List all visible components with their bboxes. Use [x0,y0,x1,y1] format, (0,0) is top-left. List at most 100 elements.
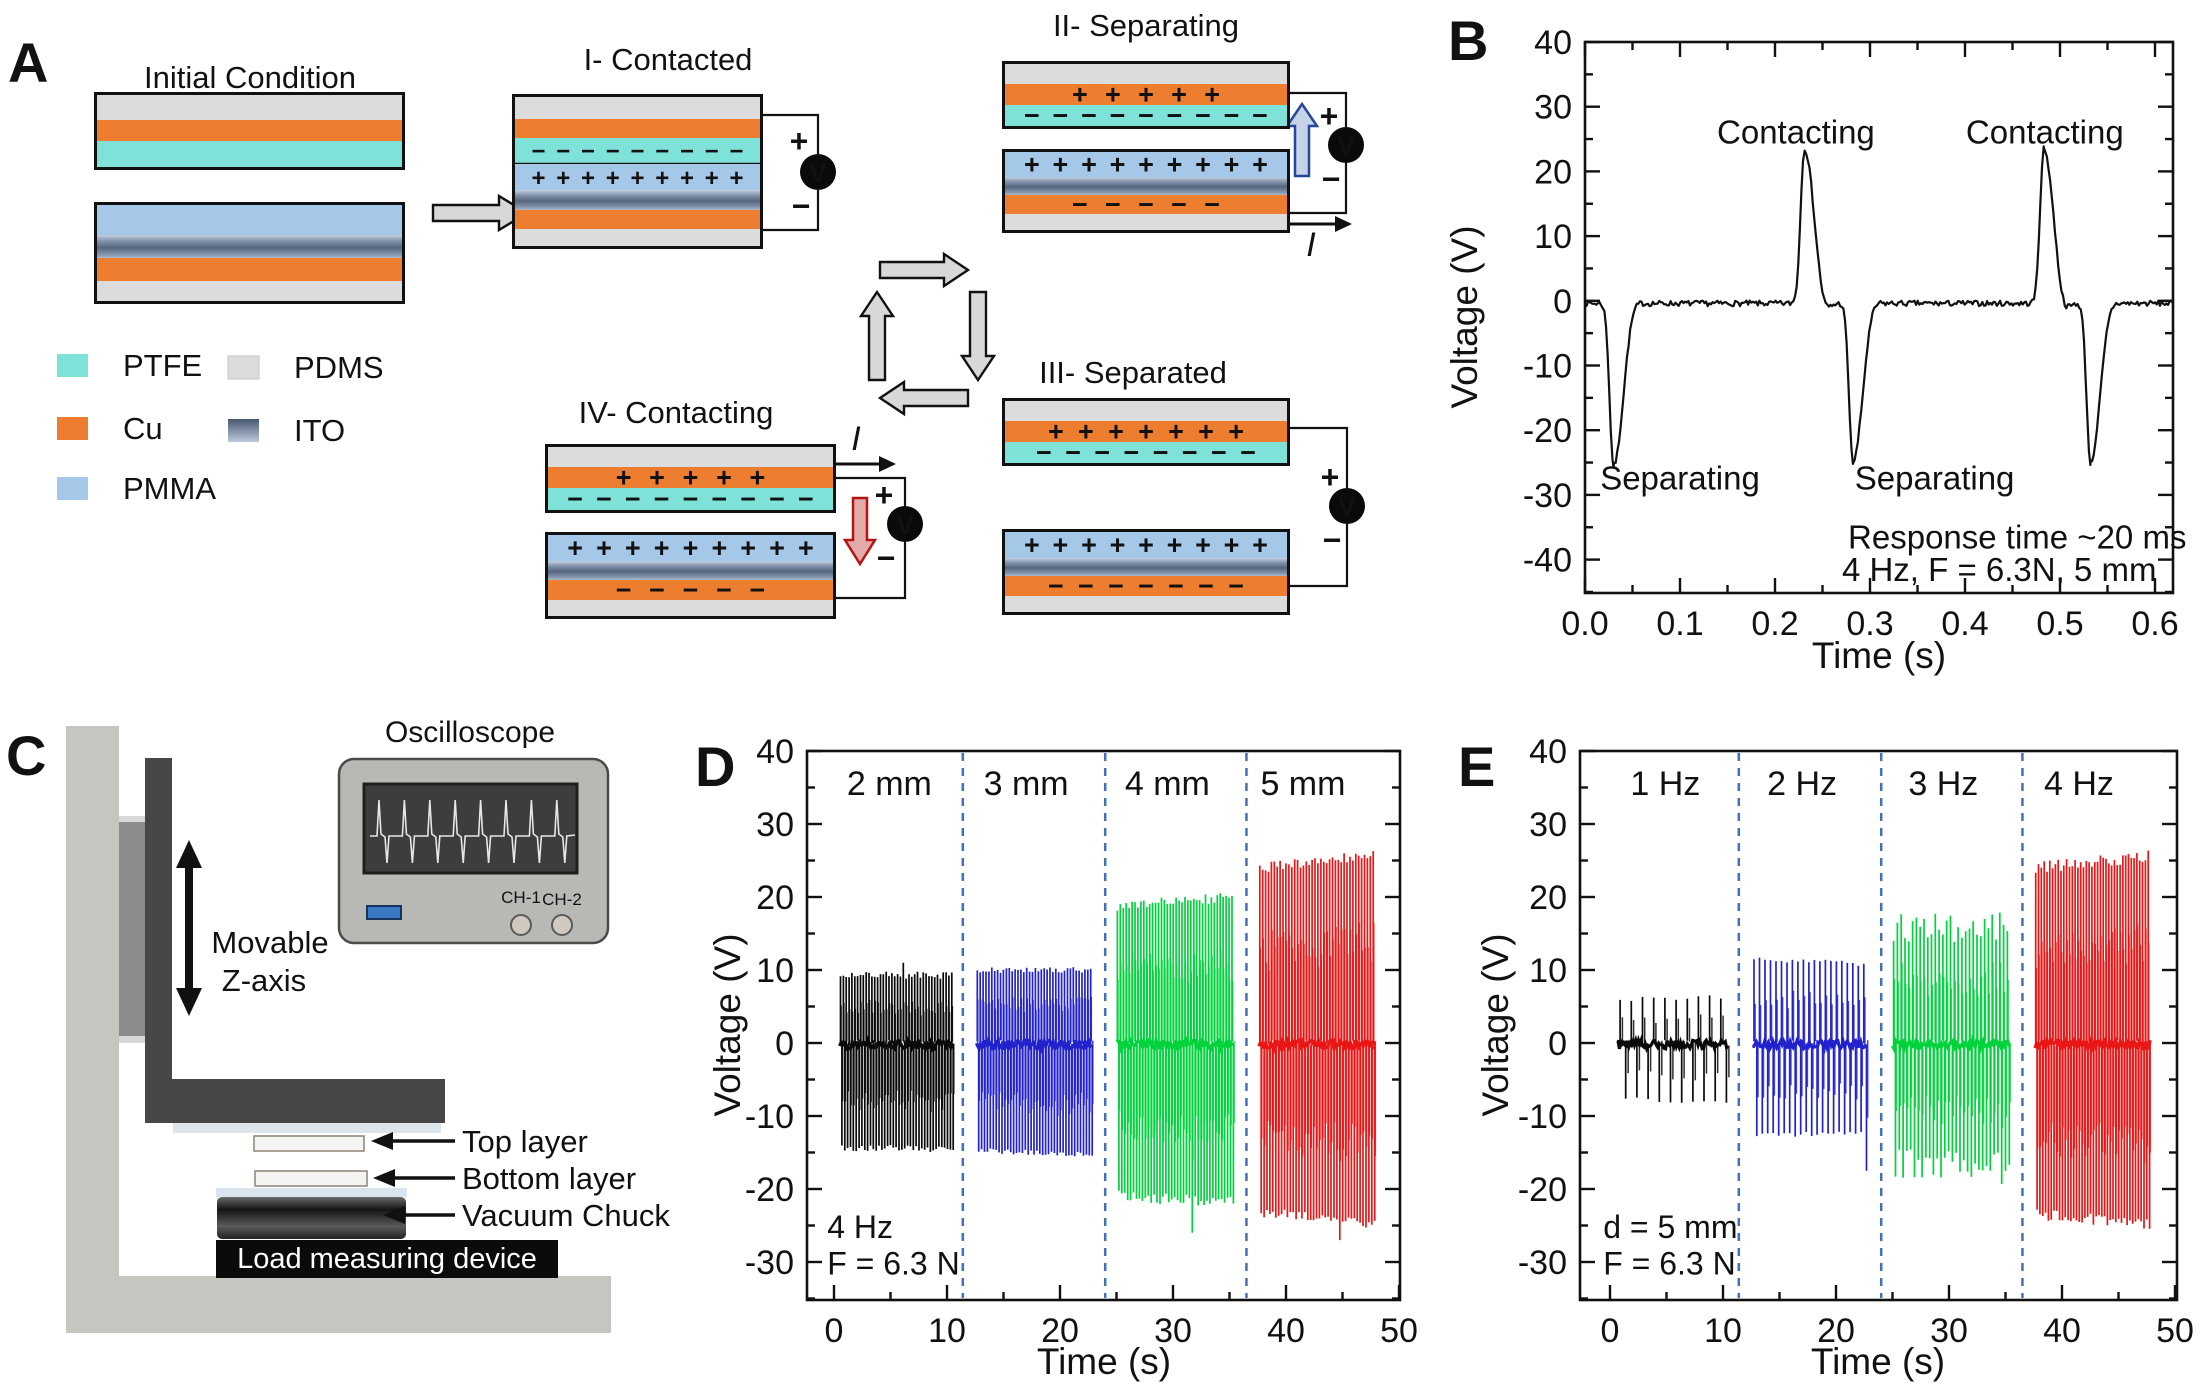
polarity-plus: + [1320,98,1339,134]
chart-annotation: 4 Hz, F = 6.3N, 5 mm [1842,551,2157,588]
charge-row-black: − − − − − − − − − [1024,101,1268,131]
chart-annotation: Separating [1600,460,1760,497]
panel-label-e: E [1458,735,1495,798]
layer-ptfe [515,138,760,164]
usb-port-icon [366,905,402,920]
current-label: I [1306,226,1316,264]
baseline-band [1115,1035,1235,1055]
layer-ito [97,235,402,258]
rig-base [66,1276,611,1333]
stack-border [94,202,405,304]
device-stack-contacting-top: + + + + +− − − − − − − − − [545,444,836,514]
x-tick-label: 30 [1930,1312,1968,1350]
x-tick-label: 20 [1041,1312,1079,1350]
y-tick-label: 30 [1529,806,1567,844]
baseline-band [1616,1034,1730,1054]
y-tick-label: -30 [1523,477,1572,515]
layer-pdms [1005,596,1287,612]
stack-border [1002,149,1290,233]
legend-label-ito: ITO [294,413,345,448]
polarity-plus: + [790,123,809,159]
y-tick-label: -10 [745,1098,794,1136]
axes-frame [805,749,1402,1302]
y-axis-label: Voltage (V) [1475,933,1516,1116]
legend-label-pmma: PMMA [123,471,216,506]
stack-border [94,92,405,170]
voltmeter-contacted: V+− [760,113,836,232]
circuit-wire [760,190,820,232]
charge-row-black: + + + + + + + + + [532,165,744,192]
layer-cu [548,580,833,600]
condition-text: F = 6.3 N [827,1245,960,1281]
charge-row-black: + + + + + + + + + [567,533,814,563]
x-tick-label: 0.3 [1846,605,1893,643]
group-label: 5 mm [1260,765,1345,803]
layer-pdms [1005,214,1287,230]
layer-pmma [515,164,760,190]
axes-frame [1578,749,2179,1302]
oscilloscope-trace [370,799,576,864]
baseline-band [1752,1035,1868,1055]
layer-cu [97,258,402,281]
stage-cap-top [119,816,145,823]
x-tick-label: 0.5 [2036,605,2083,643]
rig-column [66,726,119,1276]
layer-ito [1005,558,1287,576]
legend-swatch-ptfe [57,354,88,377]
ch1-knob[interactable] [510,914,532,936]
legend-label-ptfe: PTFE [123,348,202,383]
bottom-layer-slab [254,1170,368,1187]
charge-row-red: + + + + + + + [1048,417,1244,447]
group-label: 4 Hz [2044,765,2114,803]
y-axis-label: Voltage (V) [1444,225,1485,408]
layer-cu [1005,84,1287,105]
condition-text: F = 6.3 N [1603,1245,1736,1281]
spike-group-3-mm [974,967,1094,1157]
circuit-wire [1287,91,1348,127]
layer-cu [97,120,402,141]
movable-label-line2: Z-axis [222,963,306,998]
voltmeter-contacting: V+−I [833,420,923,600]
y-tick-label: -20 [745,1171,794,1209]
layer-cu [1005,195,1287,214]
ch2-knob[interactable] [551,914,573,936]
voltmeter-circuits: V+−V+−IV+−V+−I [760,91,1365,600]
polarity-minus: − [877,540,896,576]
x-axis-label: Time (s) [1811,1341,1945,1382]
spike-group-4-mm [1115,893,1235,1233]
baseline-band [2033,1034,2152,1055]
cycle-arrow-down-icon [959,290,997,383]
charge-row-black: − − − − − − − − [1036,438,1256,468]
spike-group-2-mm [838,962,955,1152]
y-tick-label: 0 [1553,283,1572,321]
spike-group-3-hz [1891,912,2011,1184]
circuit-wire [833,541,907,600]
ch2-label: CH-2 [542,890,582,909]
stack-border [545,532,836,619]
spike-group-1-hz [1616,995,1730,1103]
baseline-band [974,1035,1093,1055]
voltmeter-icon [1328,127,1364,163]
legend-swatch-pmma [57,477,88,500]
device-stack-contacted: − − − − − − − − −+ + + + + + + + + [512,94,763,249]
layer-ito [1005,177,1287,195]
current-arrowhead-icon [879,456,896,472]
chart-annotation: Separating [1855,460,2015,497]
state-title-initial: Initial Condition [144,60,356,95]
x-tick-label: 0.0 [1561,605,1608,643]
device-stacks: − − − − − − − − −+ + + + + + + + ++ + + … [94,61,1290,619]
cycle-arrow-right-icon [878,251,971,289]
rig-arm [145,1079,445,1123]
layer-cu [1005,576,1287,596]
vacuum-chuck-label: Vacuum Chuck [462,1198,670,1233]
voltmeter-separating: V+−I [1287,91,1364,264]
group-label: 2 mm [847,765,932,803]
stack-border [1002,398,1290,466]
load-measuring-device-box [216,1240,558,1278]
condition-text: d = 5 mm [1603,1209,1737,1245]
y-tick-label: -30 [745,1244,794,1282]
vacuum-chuck [217,1197,406,1239]
current-label: I [851,420,861,458]
